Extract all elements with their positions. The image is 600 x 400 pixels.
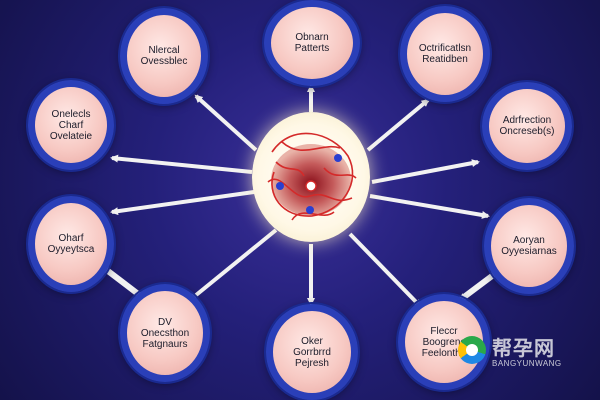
node-label: DV Onecsthon Fatgnaurs (140, 316, 190, 350)
node-label: Obnarn Patterts (294, 32, 330, 54)
arrow-to-top-left (194, 94, 258, 152)
arrow-to-left-upper (110, 154, 253, 174)
ovary-illustration-icon (267, 132, 357, 221)
arrow-to-right-lower (369, 194, 490, 219)
node-left-upper: Onelecls Charf Ovelateie (28, 80, 114, 170)
node-label: Octrificatlsn Reatidben (418, 43, 472, 65)
node-label: Aoryan Oyyesiarnas (501, 235, 557, 257)
bangyun-logo-icon (458, 336, 486, 364)
node-label: Nlercal Ovessblec (140, 45, 188, 67)
node-right-lower: Aoryan Oyyesiarnas (484, 198, 574, 294)
node-left-lower: Oharf Oyyeytsca (28, 196, 114, 292)
arrow-to-bottom-left (188, 228, 278, 302)
node-label: Adrfrection Oncreseb(s) (499, 115, 555, 137)
node-top-left: Nlercal Ovessblec (120, 8, 208, 104)
watermark: 帮孕网 BANGYUNWANG (458, 332, 578, 374)
watermark-en-text: BANGYUNWANG (492, 359, 562, 368)
arrow-to-right-upper (371, 159, 480, 184)
node-label: Fleccr Boogrenc Feelonthe (421, 325, 467, 359)
arrow-to-left-lower (110, 190, 255, 216)
node-label: Oharf Oyyeytsca (47, 233, 95, 255)
node-right-upper: Adrfrection Oncreseb(s) (482, 82, 572, 170)
center-hub (252, 112, 370, 242)
arrow-to-top-right (366, 98, 430, 152)
watermark-cn-text: 帮孕网 (492, 338, 555, 360)
node-label: Onelecls Charf Ovelateie (49, 108, 93, 142)
node-bottom-center: Oker Gorrbrrd Pejresh (266, 304, 358, 400)
node-top-right: Octrificatlsn Reatidben (400, 6, 490, 102)
arrow-to-bottom-right (348, 232, 422, 308)
node-top-center: Obnarn Patterts (264, 0, 360, 86)
node-label: Oker Gorrbrrd Pejresh (293, 335, 331, 369)
node-bottom-left: DV Onecsthon Fatgnaurs (120, 284, 210, 382)
